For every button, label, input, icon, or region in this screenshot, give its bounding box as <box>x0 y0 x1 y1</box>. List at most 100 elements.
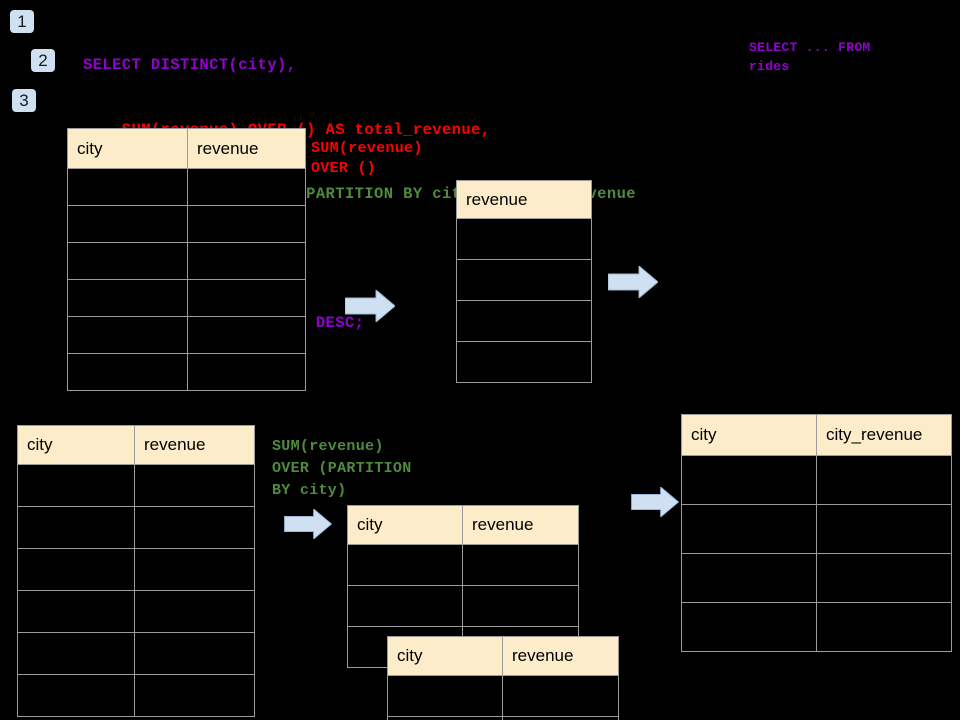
table-cell <box>134 674 255 717</box>
table-cell <box>502 716 619 720</box>
table-row <box>17 464 255 507</box>
table-row <box>17 674 255 717</box>
table-cell <box>187 168 306 206</box>
table-cell <box>681 504 817 554</box>
arrow-source-to-total <box>345 290 395 322</box>
table-cell <box>67 168 188 206</box>
table-row <box>456 341 592 383</box>
table-cell <box>187 279 306 317</box>
table-row <box>17 506 255 549</box>
table-row <box>67 353 306 391</box>
table-cell <box>67 279 188 317</box>
table-cell <box>67 353 188 391</box>
table-cell <box>67 242 188 280</box>
table-cell <box>17 548 135 591</box>
table-cell <box>134 548 255 591</box>
table-row <box>17 590 255 633</box>
table-row <box>67 242 306 280</box>
arrow-total-to-final <box>608 266 658 298</box>
table-cell <box>17 632 135 675</box>
table-row <box>456 218 592 260</box>
table-row <box>681 455 952 505</box>
table-row <box>17 632 255 675</box>
table-cell <box>816 455 952 505</box>
table-cell <box>67 316 188 354</box>
table-cell <box>134 506 255 549</box>
arrow-partition-to-final <box>631 487 680 517</box>
column-header-city: city <box>17 425 135 465</box>
table-cell <box>456 259 592 301</box>
table-cell <box>816 553 952 603</box>
table-cell <box>681 455 817 505</box>
table-row <box>347 544 579 586</box>
table-cell <box>387 675 503 717</box>
table-cell <box>462 544 579 586</box>
table-row <box>681 553 952 603</box>
column-header-revenue: revenue <box>456 180 592 219</box>
table-row <box>456 300 592 342</box>
table-row <box>347 585 579 627</box>
table-row <box>17 548 255 591</box>
table-row <box>67 279 306 317</box>
column-header-city: city <box>681 414 817 456</box>
table-cell <box>17 674 135 717</box>
table-cell <box>462 585 579 627</box>
table-row <box>387 716 619 720</box>
step-badge-1: 1 <box>10 10 34 33</box>
table-cell <box>456 300 592 342</box>
table-cell <box>347 585 463 627</box>
column-header-revenue: revenue <box>462 505 579 545</box>
annotation-sum-over-empty: SUM(revenue) OVER () <box>311 140 423 177</box>
step-badge-2: 2 <box>31 49 55 72</box>
table-cell <box>187 242 306 280</box>
table-cell <box>134 464 255 507</box>
column-header-city: city <box>347 505 463 545</box>
table-row <box>681 602 952 652</box>
table-cell <box>681 602 817 652</box>
table-row <box>681 504 952 554</box>
column-header-city: city <box>67 128 188 169</box>
table-row <box>456 259 592 301</box>
table-cell <box>456 341 592 383</box>
table-cell <box>17 506 135 549</box>
table-row <box>67 205 306 243</box>
table-row <box>67 316 306 354</box>
table-cell <box>134 590 255 633</box>
column-header-city_revenue: city_revenue <box>816 414 952 456</box>
table-header-row: revenue <box>456 180 592 219</box>
table-row <box>67 168 306 206</box>
table-cell <box>67 205 188 243</box>
arrow-source-to-partition <box>284 509 333 539</box>
table-cell <box>17 590 135 633</box>
column-header-city: city <box>387 636 503 676</box>
sql-line-1: SELECT DISTINCT(city), <box>83 56 297 74</box>
table-cell <box>502 675 619 717</box>
table-cell <box>347 544 463 586</box>
table-total-revenue: revenue <box>456 180 592 383</box>
table-cell <box>816 602 952 652</box>
annotation-sum-over-partition: SUM(revenue) OVER (PARTITION BY city) <box>272 438 412 499</box>
table-cell <box>187 316 306 354</box>
table-cell <box>456 218 592 260</box>
table-row <box>387 675 619 717</box>
table-cell <box>187 353 306 391</box>
column-header-revenue: revenue <box>187 128 306 169</box>
step-badge-3: 3 <box>12 89 36 112</box>
table-cell <box>681 553 817 603</box>
table-cell <box>387 716 503 720</box>
column-header-revenue: revenue <box>134 425 255 465</box>
table-cell <box>134 632 255 675</box>
table-cell <box>187 205 306 243</box>
column-header-revenue: revenue <box>502 636 619 676</box>
